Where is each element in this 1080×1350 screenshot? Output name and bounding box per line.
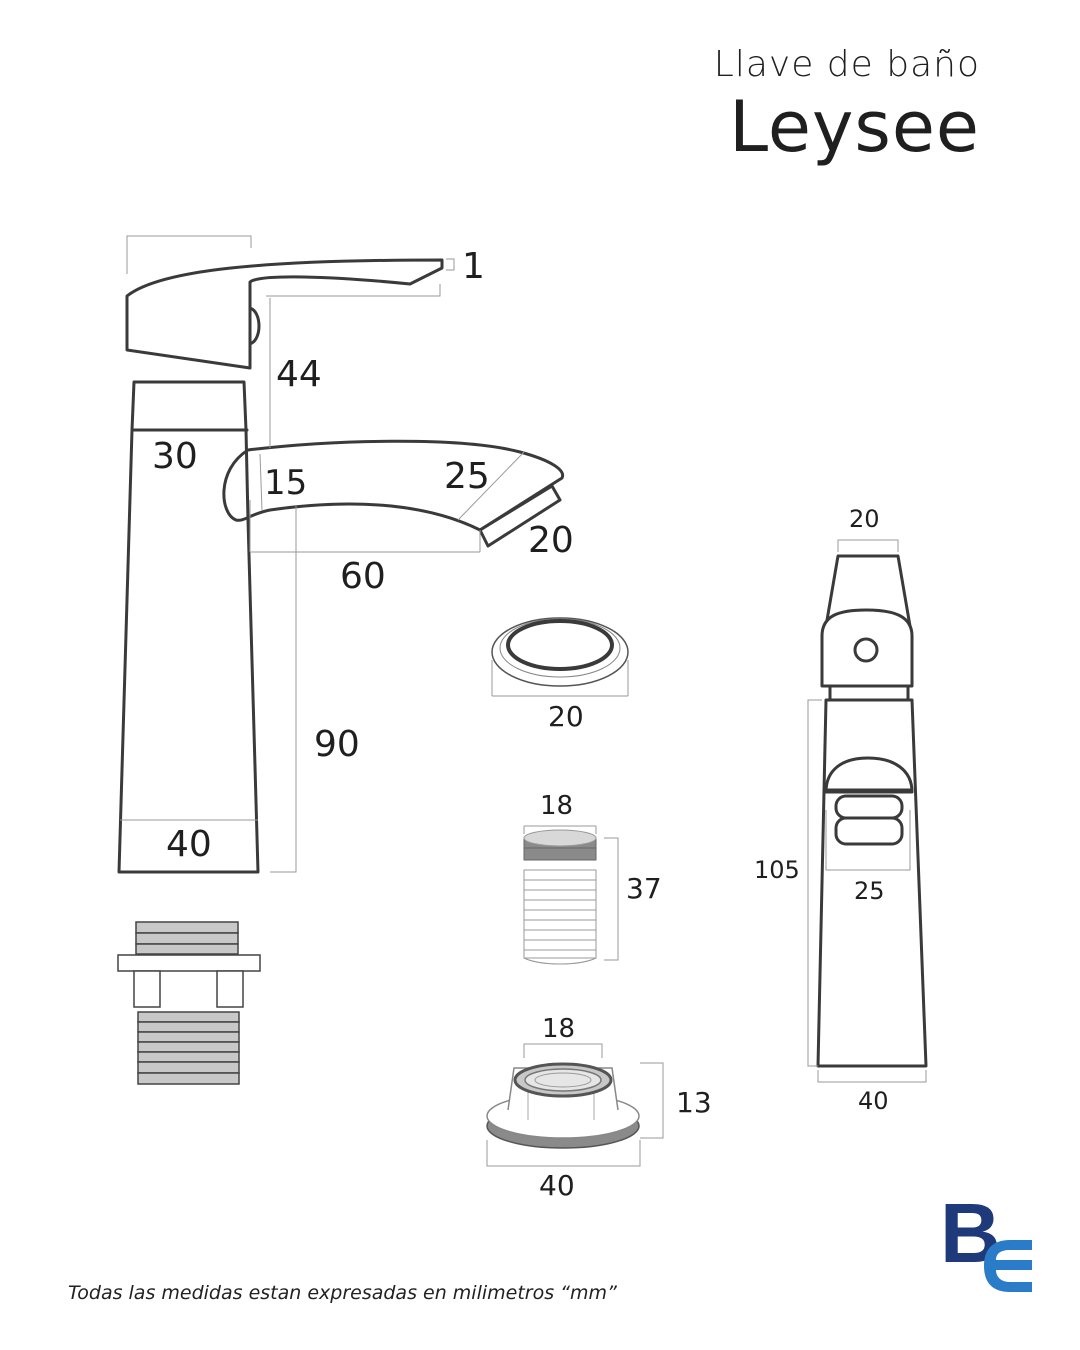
dim-spout-tip: 25 (444, 456, 490, 497)
mounting-nut (486, 1043, 664, 1167)
ring-washer (491, 617, 629, 697)
dim-body-top: 30 (152, 436, 198, 477)
lever-pivot (248, 306, 261, 346)
spout (222, 439, 565, 532)
brand-logo: B (940, 1196, 1032, 1292)
dim-nut-outer: 40 (539, 1169, 575, 1202)
dim-side-spout: 25 (854, 877, 885, 905)
dim-side-base: 40 (858, 1087, 889, 1115)
product-title: Leysee (729, 86, 980, 168)
connector-assembly (117, 921, 261, 1085)
product-subtitle: Llave de baño (713, 44, 980, 85)
aerator (478, 484, 562, 548)
units-note: Todas las medidas estan expresadas en mi… (68, 1282, 617, 1304)
dim-ring: 20 (548, 700, 584, 733)
dim-total-height: 90 (314, 724, 360, 765)
threaded-rod (523, 825, 619, 965)
logo-e-shape (984, 1240, 1032, 1292)
dim-nut-inner: 18 (542, 1014, 575, 1044)
dim-thread-diameter: 18 (540, 791, 573, 821)
dim-handle-height: 1 (462, 246, 485, 287)
dim-side-height: 105 (754, 856, 800, 884)
lever-handle (125, 258, 444, 370)
dim-side-top: 20 (849, 505, 880, 533)
dim-thread-length: 37 (626, 872, 662, 905)
side-view-faucet (816, 554, 928, 1068)
dim-aerator: 20 (528, 520, 574, 561)
dim-spout-thickness: 15 (264, 463, 307, 503)
faucet-body (117, 380, 260, 874)
dim-spout-reach: 60 (340, 556, 386, 597)
dim-lever-to-spout: 44 (276, 354, 322, 395)
dim-nut-height: 13 (676, 1086, 712, 1119)
dim-base-width: 40 (166, 824, 212, 865)
